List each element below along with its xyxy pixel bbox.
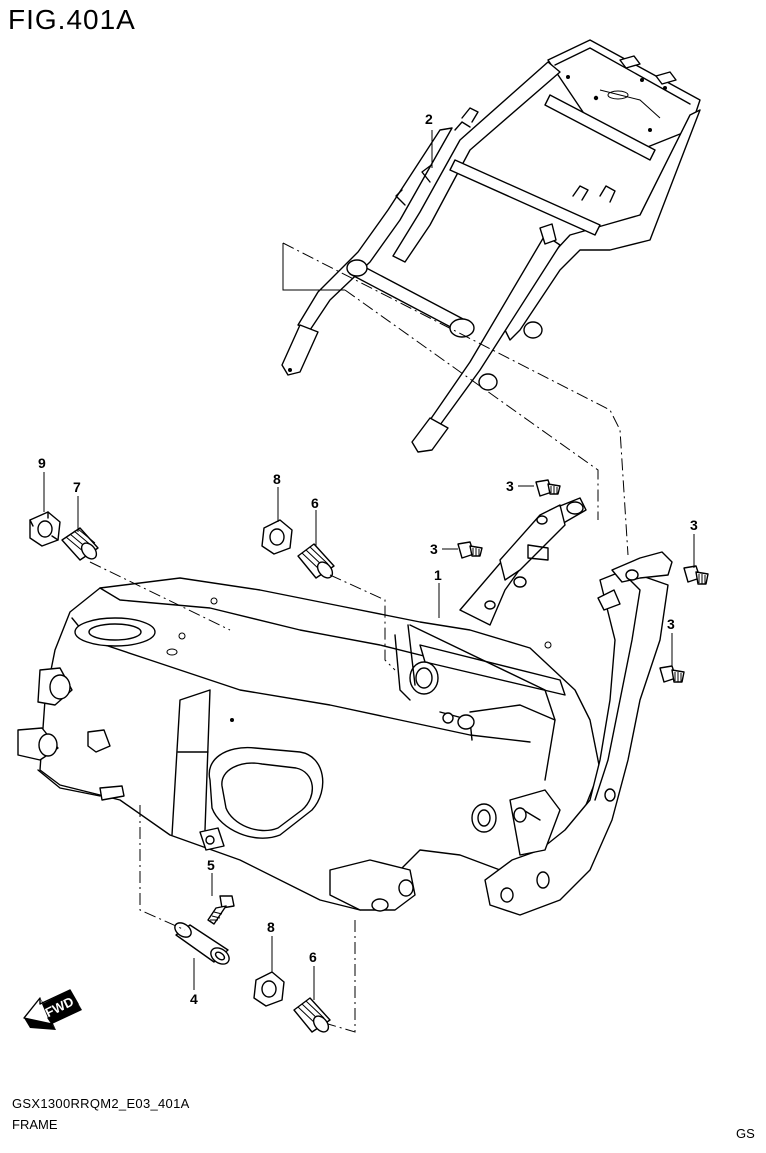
part-3-bolt-d bbox=[659, 665, 685, 683]
label-part-4: 4 bbox=[190, 991, 198, 1007]
label-part-3-b: 3 bbox=[430, 541, 438, 557]
part-3-bolt-b bbox=[457, 541, 483, 559]
label-part-6-upper: 6 bbox=[311, 495, 319, 511]
diagram-code: GSX1300RRQM2_E03_401A bbox=[12, 1096, 190, 1111]
label-part-5: 5 bbox=[207, 857, 215, 873]
part-5-bolt bbox=[207, 895, 235, 925]
label-part-6-lower: 6 bbox=[309, 949, 317, 965]
figure-title: FIG.401A bbox=[8, 4, 136, 35]
label-part-1: 1 bbox=[434, 567, 442, 583]
label-part-3-a: 3 bbox=[506, 478, 514, 494]
region-code: GS bbox=[736, 1126, 755, 1141]
part-4-spacer bbox=[174, 922, 230, 965]
part-6-collar-upper bbox=[297, 543, 335, 579]
label-part-9: 9 bbox=[38, 455, 46, 471]
seat-rail bbox=[281, 39, 701, 453]
part-9-nut bbox=[29, 511, 61, 547]
part-6-collar-lower bbox=[293, 997, 331, 1033]
label-part-3-d: 3 bbox=[667, 616, 675, 632]
assembly-lines bbox=[89, 242, 629, 1033]
forward-arrow-icon: FWD bbox=[23, 989, 82, 1030]
label-part-8-upper: 8 bbox=[273, 471, 281, 487]
label-part-7: 7 bbox=[73, 479, 81, 495]
leader-lines bbox=[43, 130, 695, 1000]
label-part-8-lower: 8 bbox=[267, 919, 275, 935]
part-8-nut-lower bbox=[253, 971, 285, 1007]
part-8-nut-upper bbox=[261, 519, 293, 555]
main-frame bbox=[17, 497, 673, 916]
part-3-bolt-a bbox=[535, 479, 561, 497]
label-part-2: 2 bbox=[425, 111, 433, 127]
part-7-collar bbox=[61, 527, 99, 561]
label-part-3-c: 3 bbox=[690, 517, 698, 533]
part-3-bolt-c bbox=[683, 565, 709, 585]
diagram-name: FRAME bbox=[12, 1117, 58, 1132]
